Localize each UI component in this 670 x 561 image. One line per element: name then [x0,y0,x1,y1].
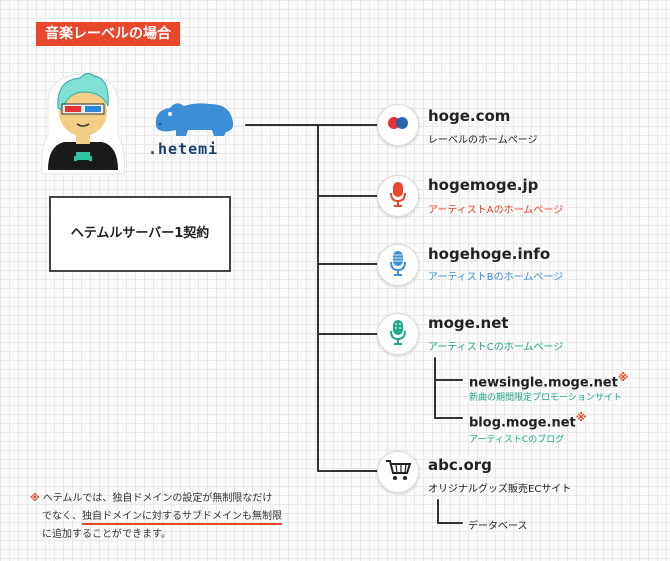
subdomain-newsingle-desc: 新曲の期間限定プロモーションサイト [469,393,622,403]
subdomain-asterisk-mark: ※ [617,371,629,384]
site-desc-hogehoge-info: アーティストBのホームページ [428,272,564,283]
shopping-cart-icon [385,459,412,485]
site-desc-abc-org: オリジナルグッズ販売ECサイト [428,484,572,495]
red-microphone-icon [390,181,406,211]
footnote-text-1: ヘテムルでは、独自ドメインの設定が無制限なだけ [42,493,273,504]
footnote-text-2a: でなく、 [42,511,82,522]
subdomain-newsingle-label: newsingle.moge.net [469,375,618,391]
footnote-text-2-underlined: 独自ドメインに対するサブドメインも無制限 [82,511,282,525]
site-domain-hogemoge-jp: hogemoge.jp [428,176,539,194]
footnote-line-1: ※ヘテムルでは、独自ドメインの設定が無制限なだけ [30,490,320,508]
footnote-line-2: でなく、独自ドメインに対するサブドメインも無制限 [30,508,320,526]
contract-box: ヘテムルサーバー1契約 [49,196,231,272]
subdomain-newsingle: newsingle.moge.net※ [469,371,629,390]
site-domain-hogehoge-info: hogehoge.info [428,245,551,263]
hippo-logo: .hetemi [148,96,240,158]
site-desc-moge-net: アーティストCのホームページ [428,342,564,353]
section-title-badge: 音楽レーベルの場合 [36,22,180,46]
site-desc-hoge-com: レーベルのホームページ [428,135,538,146]
subdomain-blog: blog.moge.net※ [469,411,586,430]
site-desc-hogemoge-jp: アーティストAのホームページ [428,205,564,216]
footnote-line-3: に追加することができます。 [42,529,171,540]
avatar-illustration [40,66,126,178]
site-icon-moge-net [377,313,419,355]
subdomain-blog-desc: アーティストCのブログ [469,435,565,445]
site-icon-hogehoge-info [377,244,419,286]
green-microphone-icon [390,319,406,349]
footnote: ※ヘテムルでは、独自ドメインの設定が無制限なだけ でなく、独自ドメインに対するサ… [30,490,320,544]
subdomain-asterisk-mark: ※ [575,411,587,424]
site-domain-hoge-com: hoge.com [428,107,511,125]
database-label: データベース [468,521,528,532]
subdomain-blog-label: blog.moge.net [469,415,576,431]
footnote-asterisk: ※ [30,493,40,504]
site-icon-hogemoge-jp [377,175,419,217]
label-dots-icon [385,115,411,135]
site-domain-abc-org: abc.org [428,456,492,474]
site-icon-abc-org [377,451,419,493]
blue-microphone-icon [390,250,406,280]
site-domain-moge-net: moge.net [428,314,509,332]
brand-logo-text: .hetemi [148,140,219,158]
site-icon-hoge-com [377,104,419,146]
